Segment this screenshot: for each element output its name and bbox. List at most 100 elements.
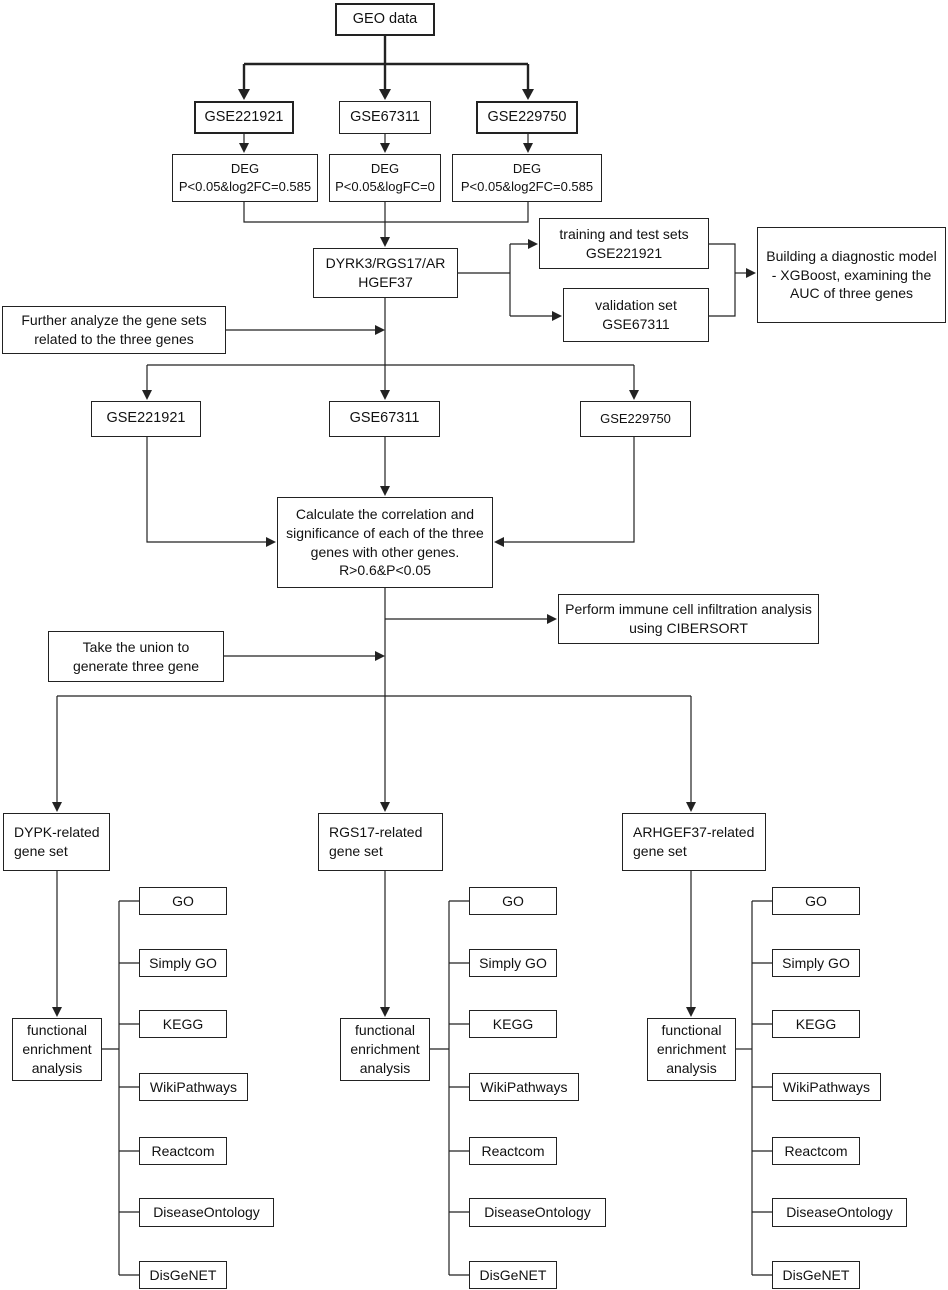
db-label: DiseaseOntology xyxy=(484,1204,591,1221)
db-label: DisGeNET xyxy=(149,1266,217,1283)
arrowhead xyxy=(380,802,390,812)
db-disgenet-3: DisGeNET xyxy=(772,1261,860,1289)
db-label: KEGG xyxy=(162,1015,204,1032)
further-line1: Further analyze the gene sets xyxy=(21,312,207,329)
enrichment-box-2: functional enrichment analysis xyxy=(340,1018,430,1081)
db-label: Reactcom xyxy=(151,1142,215,1159)
db-wikipathways-3: WikiPathways xyxy=(772,1073,881,1101)
arrowhead xyxy=(523,143,533,153)
arrowhead xyxy=(686,1007,696,1017)
db-diseaseontology-3: DiseaseOntology xyxy=(772,1198,907,1227)
db-kegg-3: KEGG xyxy=(772,1010,860,1038)
hub-genes-box: DYRK3/RGS17/AR HGEF37 xyxy=(313,248,458,298)
enrichment-line3: analysis xyxy=(31,1059,83,1076)
dataset-label: GSE67311 xyxy=(349,410,420,427)
model-line3: AUC of three genes xyxy=(790,285,913,302)
db-label: Simply GO xyxy=(479,954,547,971)
immune-line2: using CIBERSORT xyxy=(629,620,748,636)
training-test-box: training and test sets GSE221921 xyxy=(539,218,709,269)
correlation-dataset-gse67311: GSE67311 xyxy=(329,401,440,437)
db-label: WikiPathways xyxy=(149,1078,238,1095)
connector-line xyxy=(709,243,736,317)
union-line1: Take the union to xyxy=(82,638,190,655)
arrowhead xyxy=(379,89,391,100)
enrichment-line2: enrichment xyxy=(350,1041,420,1058)
db-wikipathways-1: WikiPathways xyxy=(139,1073,248,1101)
arrowhead xyxy=(142,390,152,400)
union-line2: generate three gene xyxy=(72,657,200,674)
arrowhead xyxy=(522,89,534,100)
enrichment-box-3: functional enrichment analysis xyxy=(647,1018,736,1081)
arrowhead xyxy=(629,390,639,400)
connector-line xyxy=(146,437,267,543)
connector-line xyxy=(503,437,635,543)
correlation-box: Calculate the correlation and significan… xyxy=(277,497,493,588)
arrowhead xyxy=(528,239,538,249)
arrowhead xyxy=(52,802,62,812)
validation-dataset: GSE67311 xyxy=(602,316,670,332)
enrichment-line1: functional xyxy=(355,1022,415,1039)
model-line1: Building a diagnostic model xyxy=(766,247,937,264)
db-label: DiseaseOntology xyxy=(786,1204,893,1221)
db-diseaseontology-1: DiseaseOntology xyxy=(139,1198,274,1227)
dataset-label: GSE67311 xyxy=(350,108,420,125)
correlation-dataset-gse221921: GSE221921 xyxy=(91,401,201,437)
training-title: training and test sets xyxy=(559,225,689,242)
gene-set-title: RGS17-related xyxy=(329,824,423,841)
validation-title: validation set xyxy=(595,297,677,314)
arrowhead xyxy=(375,325,385,335)
further-line2: related to the three genes xyxy=(34,331,194,347)
model-line2: - XGBoost, examining the xyxy=(771,266,932,283)
further-analyze-box: Further analyze the gene sets related to… xyxy=(2,306,226,354)
dataset-box-gse221921: GSE221921 xyxy=(194,101,294,134)
gene-set-title: ARHGEF37-related xyxy=(633,824,755,841)
gene-set-box-arhgef37: ARHGEF37-related gene set xyxy=(622,813,766,871)
db-simply-go-1: Simply GO xyxy=(139,949,227,977)
arrowhead xyxy=(746,268,756,278)
diagnostic-model-box: Building a diagnostic model - XGBoost, e… xyxy=(757,227,946,323)
dataset-label: GSE229750 xyxy=(487,108,567,125)
db-go-1: GO xyxy=(139,887,227,915)
gene-set-title: DYPK-related xyxy=(14,824,100,841)
dataset-label: GSE221921 xyxy=(204,108,284,125)
arrowhead xyxy=(380,1007,390,1017)
enrichment-line2: enrichment xyxy=(656,1041,727,1058)
db-wikipathways-2: WikiPathways xyxy=(469,1073,579,1101)
geo-data-label: GEO data xyxy=(352,10,418,27)
arrowhead xyxy=(266,537,276,547)
immune-line1: Perform immune cell infiltration analysi… xyxy=(565,601,812,618)
arrowhead xyxy=(239,143,249,153)
dataset-box-gse229750: GSE229750 xyxy=(476,101,578,134)
deg-box-1: DEG P<0.05&log2FC=0.585 xyxy=(172,154,318,202)
gene-set-box-dypk: DYPK-related gene set xyxy=(3,813,110,871)
db-label: DiseaseOntology xyxy=(153,1204,260,1221)
geo-data-box: GEO data xyxy=(335,3,435,36)
gene-set-subtitle: gene set xyxy=(633,843,687,859)
db-simply-go-2: Simply GO xyxy=(469,949,557,977)
correlation-line2: significance of each of the three xyxy=(286,524,484,541)
db-reactcom-2: Reactcom xyxy=(469,1137,557,1165)
db-label: Simply GO xyxy=(782,954,850,971)
db-reactcom-1: Reactcom xyxy=(139,1137,227,1165)
db-label: KEGG xyxy=(492,1015,534,1032)
db-simply-go-3: Simply GO xyxy=(772,949,860,977)
db-label: GO xyxy=(805,892,827,909)
db-disgenet-1: DisGeNET xyxy=(139,1261,227,1289)
arrowhead xyxy=(380,486,390,496)
db-reactcom-3: Reactcom xyxy=(772,1137,860,1165)
db-label: WikiPathways xyxy=(480,1078,568,1095)
gene-set-subtitle: gene set xyxy=(14,843,68,859)
db-label: GO xyxy=(172,892,194,909)
dataset-label: GSE229750 xyxy=(600,411,671,427)
arrowhead xyxy=(380,143,390,153)
db-label: GO xyxy=(502,892,524,909)
correlation-line4: R>0.6&P<0.05 xyxy=(339,562,431,579)
db-label: Reactcom xyxy=(481,1142,545,1159)
dataset-label: GSE221921 xyxy=(106,410,186,427)
db-label: Simply GO xyxy=(149,954,217,971)
correlation-line1: Calculate the correlation and xyxy=(295,505,475,522)
correlation-dataset-gse229750: GSE229750 xyxy=(580,401,691,437)
db-go-2: GO xyxy=(469,887,557,915)
